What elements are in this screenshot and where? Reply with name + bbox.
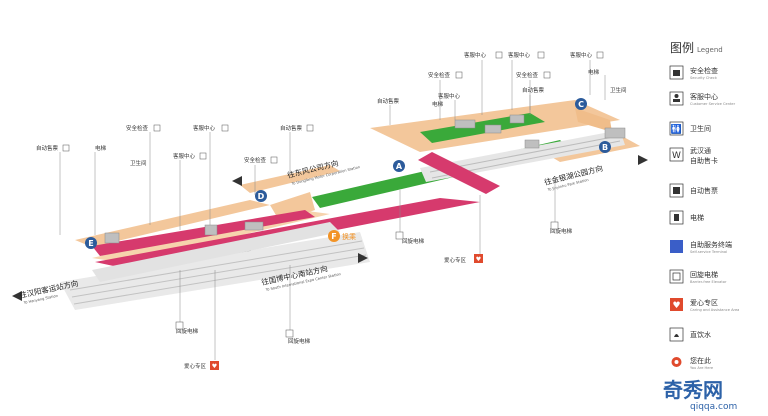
svg-text:客服中心: 客服中心 [173,152,196,160]
svg-text:回旋电梯: 回旋电梯 [176,327,199,335]
svg-text:直饮水: 直饮水 [690,330,711,339]
svg-text:客服中心: 客服中心 [508,51,531,59]
svg-text:安全检查: 安全检查 [244,156,267,164]
svg-text:您在此: 您在此 [690,356,711,365]
caring-zone-markers: ♥ ♥ [210,254,483,370]
svg-text:W: W [672,151,681,161]
legend: 图例 Legend [670,41,723,55]
svg-text:客服中心: 客服中心 [438,92,461,100]
upper-track-left [92,222,340,282]
svg-text:奇秀网: 奇秀网 [663,378,723,402]
svg-text:E: E [88,239,93,248]
svg-text:自动售票: 自动售票 [522,86,545,94]
svg-text:电梯: 电梯 [588,68,600,76]
svg-text:Barrier-free Elevator: Barrier-free Elevator [690,280,727,284]
legend-item-elevator: 电梯 [669,210,704,225]
legend-item-self-service: 自助服务终端 Self-service Terminal [670,240,732,254]
svg-text:回旋电梯: 回旋电梯 [690,270,718,279]
svg-text:You Are Here: You Are Here [690,366,714,370]
svg-text:卫生间: 卫生间 [610,86,627,94]
svg-text:自动售票: 自动售票 [690,186,718,195]
concourse-left-walkway [75,200,270,247]
transfer-corridor [418,152,500,194]
svg-text:电梯: 电梯 [432,100,444,108]
svg-text:安全检查: 安全检查 [126,124,149,132]
svg-text:安全检查: 安全检查 [516,71,539,79]
elevator-markers [175,221,559,338]
svg-text:D: D [258,192,265,201]
svg-text:安全检查: 安全检查 [690,66,718,75]
callout-texts: 客服中心 客服中心 客服中心 安全检查 安全检查 客服中心 自动售票 自动售票 … [36,51,627,370]
exit-a[interactable]: A [393,160,405,172]
svg-text:♥: ♥ [212,363,217,370]
exit-b[interactable]: B [599,141,611,153]
legend-item-caring-zone: ♥ 爱心专区 Caring and Assistance Area [670,298,739,312]
svg-text:自动售票: 自动售票 [377,97,400,105]
svg-text:电梯: 电梯 [95,144,107,152]
svg-text:爱心专区: 爱心专区 [444,256,467,264]
upper-track-right [420,130,625,182]
svg-text:自助服务终端: 自助服务终端 [690,240,732,249]
svg-text:A: A [396,162,403,171]
platform-structures [104,114,626,244]
svg-text:F: F [331,232,336,241]
svg-text:回旋电梯: 回旋电梯 [402,237,425,245]
svg-text:Customer Service Center: Customer Service Center [690,102,736,106]
exit-f[interactable]: F [328,230,340,242]
svg-text:自助售卡: 自助售卡 [690,156,718,165]
legend-item-wuhan-pass: W 武汉通 自助售卡 [669,146,718,165]
svg-text:🚻: 🚻 [671,123,682,135]
legend-item-security-check: 安全检查 Security Check [669,65,718,80]
svg-text:武汉通: 武汉通 [690,146,711,155]
legend-title: 图例 [670,41,694,55]
svg-text:客服中心: 客服中心 [690,92,718,101]
legend-items: 安全检查 Security Check 客服中心 Customer Servic… [669,65,739,370]
concourse-d-connector [240,165,340,193]
svg-text:电梯: 电梯 [690,213,704,222]
svg-text:♥: ♥ [476,256,481,263]
legend-item-auto-ticket: 自动售票 [669,183,718,198]
legend-subtitle: Legend [697,46,723,54]
svg-text:自动售票: 自动售票 [280,124,303,132]
svg-text:安全检查: 安全检查 [428,71,451,79]
svg-text:C: C [578,100,584,109]
svg-text:爱心专区: 爱心专区 [690,298,718,307]
exit-c[interactable]: C [575,98,587,110]
concourse-right-connector [575,108,612,132]
svg-text:qiqqa.com: qiqqa.com [690,402,737,412]
callouts [59,60,606,360]
legend-item-restroom: 🚻 卫生间 [669,121,711,136]
svg-text:爱心专区: 爱心专区 [184,362,207,370]
svg-text:Security Check: Security Check [690,76,718,80]
watermark: 奇秀网 qiqqa.com [663,378,737,412]
station-mark: 换乘 [342,232,356,241]
svg-text:客服中心: 客服中心 [193,124,216,132]
legend-item-customer-service: 客服中心 Customer Service Center [669,91,736,106]
svg-text:回旋电梯: 回旋电梯 [550,227,573,235]
svg-text:客服中心: 客服中心 [570,51,593,59]
svg-text:回旋电梯: 回旋电梯 [288,337,311,345]
svg-text:卫生间: 卫生间 [690,124,711,133]
svg-text:B: B [602,143,608,152]
svg-text:自动售票: 自动售票 [36,144,59,152]
callout-icons [62,51,604,164]
svg-text:客服中心: 客服中心 [464,51,487,59]
legend-item-drinking-water: 直饮水 [669,327,711,342]
exit-d[interactable]: D [255,190,267,202]
svg-text:♥: ♥ [672,301,680,311]
pink-platform-left [92,210,315,256]
svg-text:Caring and Assistance Area: Caring and Assistance Area [690,308,739,312]
svg-text:Self-service Terminal: Self-service Terminal [690,250,727,254]
legend-item-barrier-elevator: 回旋电梯 Barrier-free Elevator [669,269,727,284]
svg-text:卫生间: 卫生间 [130,159,147,167]
legend-item-you-are-here: 您在此 You Are Here [671,356,714,370]
exit-e[interactable]: E [85,237,97,249]
svg-text:To Hanyang Station: To Hanyang Station [22,294,58,305]
